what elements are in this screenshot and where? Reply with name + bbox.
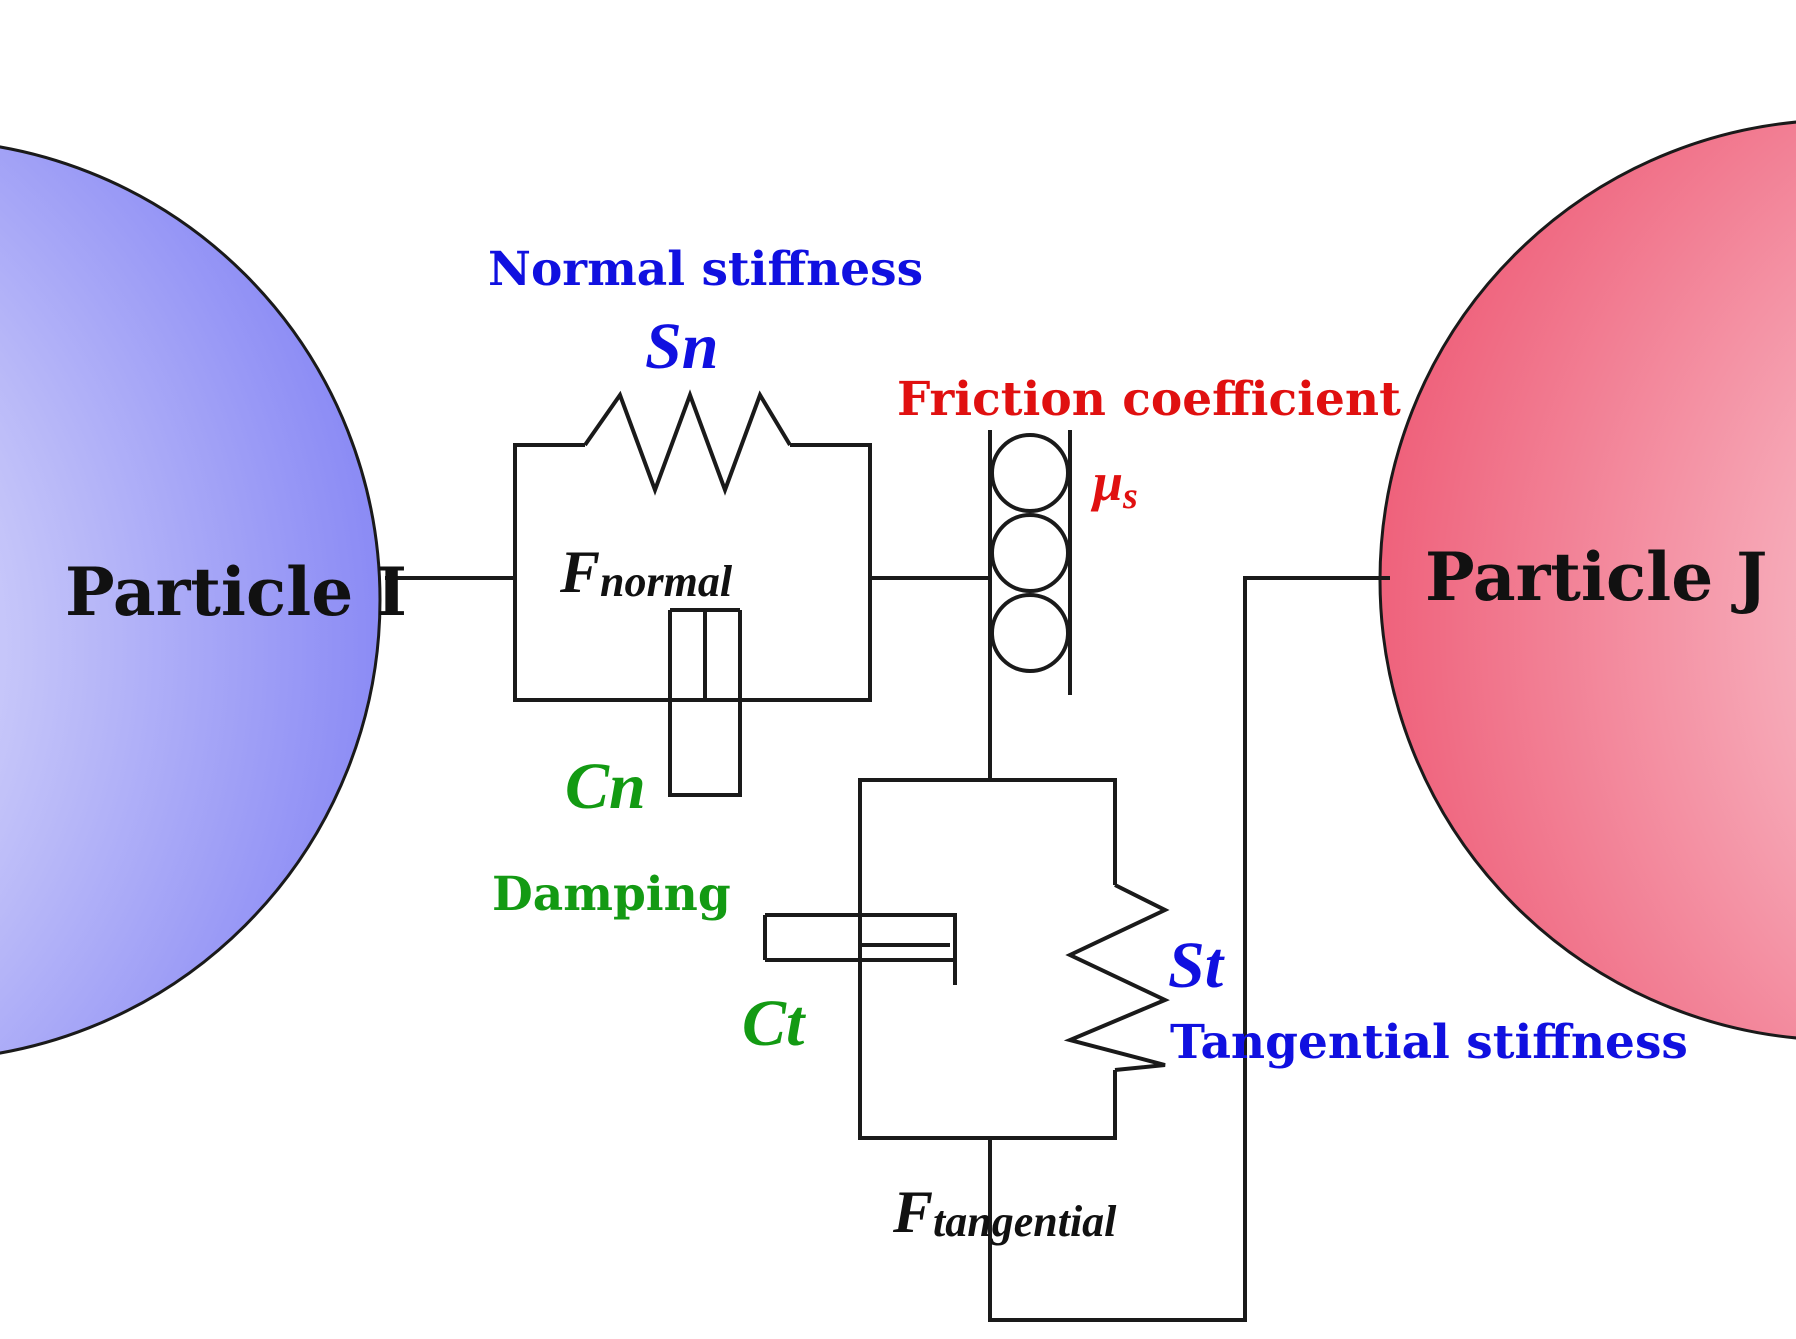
friction-roller-1 [990, 433, 1070, 513]
damping-title: Damping [492, 867, 731, 922]
normal-stiffness-title: Normal stiffness [488, 242, 923, 297]
normal-block-frame [513, 443, 872, 702]
particle-j-label: Particle J [1425, 538, 1767, 616]
normal-force-sub: normal [600, 557, 733, 606]
normal-stiffness-symbol: Sn [645, 310, 718, 383]
friction-coefficient-title: Friction coefficient [897, 372, 1401, 427]
friction-symbol-main: μ [1090, 452, 1123, 512]
friction-coefficient-symbol: μs [1090, 452, 1138, 517]
tangential-force-main: F [892, 1179, 933, 1245]
tangential-force-label: Ftangential [892, 1179, 1117, 1246]
tangential-stiffness-title: Tangential stiffness [1170, 1015, 1688, 1070]
tangential-spring [1063, 883, 1170, 1072]
normal-dashpot [668, 608, 742, 797]
tangential-force-sub: tangential [933, 1197, 1117, 1246]
tangential-block-frame [858, 778, 1117, 1140]
tangential-stiffness-symbol: St [1168, 929, 1225, 1002]
normal-spring [583, 389, 792, 496]
friction-roller-2 [990, 513, 1070, 593]
wire-tangential-to-particle-j [988, 576, 1390, 1322]
tangential-dashpot [763, 913, 957, 985]
normal-force-label: Fnormal [559, 539, 733, 606]
friction-roller-3 [990, 593, 1070, 673]
friction-symbol-sub: s [1122, 475, 1138, 517]
normal-force-main: F [559, 539, 600, 605]
particle-i-sphere [0, 145, 382, 1055]
particle-i-label: Particle I [65, 553, 407, 631]
normal-damping-symbol: Cn [565, 750, 646, 823]
tangential-damping-symbol: Ct [742, 987, 806, 1060]
